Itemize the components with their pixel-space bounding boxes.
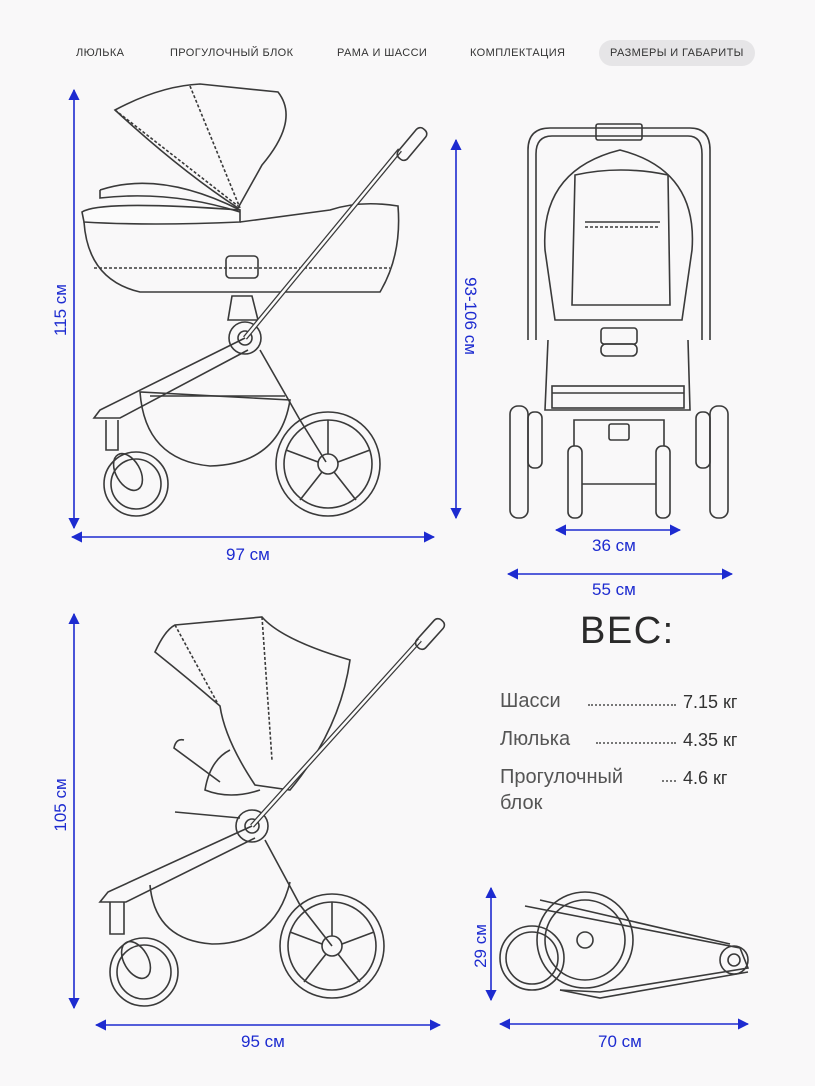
weight-row-seat-unit: Прогулочный блок 4.6 кг bbox=[500, 766, 760, 814]
weight-value: 4.35 кг bbox=[683, 730, 738, 750]
weight-value: 7.15 кг bbox=[683, 692, 738, 712]
front-view-drawing bbox=[509, 123, 729, 519]
dotted-leader bbox=[588, 704, 676, 706]
stroller-height-label: 105 см bbox=[51, 778, 70, 832]
weight-label: Люлька bbox=[500, 728, 571, 750]
bassinet-height-label: 115 см bbox=[51, 284, 70, 337]
dimension-lines bbox=[68, 88, 750, 1031]
nav-dimensions[interactable]: РАЗМЕРЫ И ГАБАРИТЫ bbox=[599, 40, 755, 66]
nav-seat-unit[interactable]: ПРОГУЛОЧНЫЙ БЛОК bbox=[170, 47, 294, 59]
dotted-leader bbox=[596, 742, 676, 744]
bassinet-side-drawing bbox=[81, 83, 428, 517]
weight-label: Шасси bbox=[500, 690, 561, 712]
nav-frame-chassis[interactable]: РАМА И ШАССИ bbox=[337, 47, 428, 59]
weight-row-bassinet: Люлька 4.35 кг bbox=[500, 728, 760, 754]
weight-title: ВЕС: bbox=[580, 610, 675, 652]
weight-label: Прогулочный bbox=[500, 766, 624, 788]
folded-height-label: 29 см bbox=[471, 924, 490, 968]
bassinet-length-label: 97 см bbox=[226, 545, 270, 564]
weight-row-chassis: Шасси 7.15 кг bbox=[500, 690, 760, 716]
nav-package[interactable]: КОМПЛЕКТАЦИЯ bbox=[470, 47, 566, 59]
folded-length-label: 70 см bbox=[598, 1032, 642, 1051]
stroller-length-label: 95 см bbox=[241, 1032, 285, 1051]
stroller-side-drawing bbox=[98, 616, 446, 1007]
nav-bassinet[interactable]: ЛЮЛЬКА bbox=[76, 47, 125, 59]
bassinet-handle-height-label: 93-106 см bbox=[461, 277, 480, 355]
dotted-leader bbox=[662, 780, 676, 782]
front-inner-width-label: 36 см bbox=[592, 536, 636, 555]
weight-value: 4.6 кг bbox=[683, 768, 728, 788]
folded-drawing bbox=[499, 891, 750, 999]
top-navigation: ЛЮЛЬКА ПРОГУЛОЧНЫЙ БЛОК РАМА И ШАССИ КОМ… bbox=[62, 40, 762, 66]
front-outer-width-label: 55 см bbox=[592, 580, 636, 599]
weight-label-line2: блок bbox=[500, 792, 543, 814]
